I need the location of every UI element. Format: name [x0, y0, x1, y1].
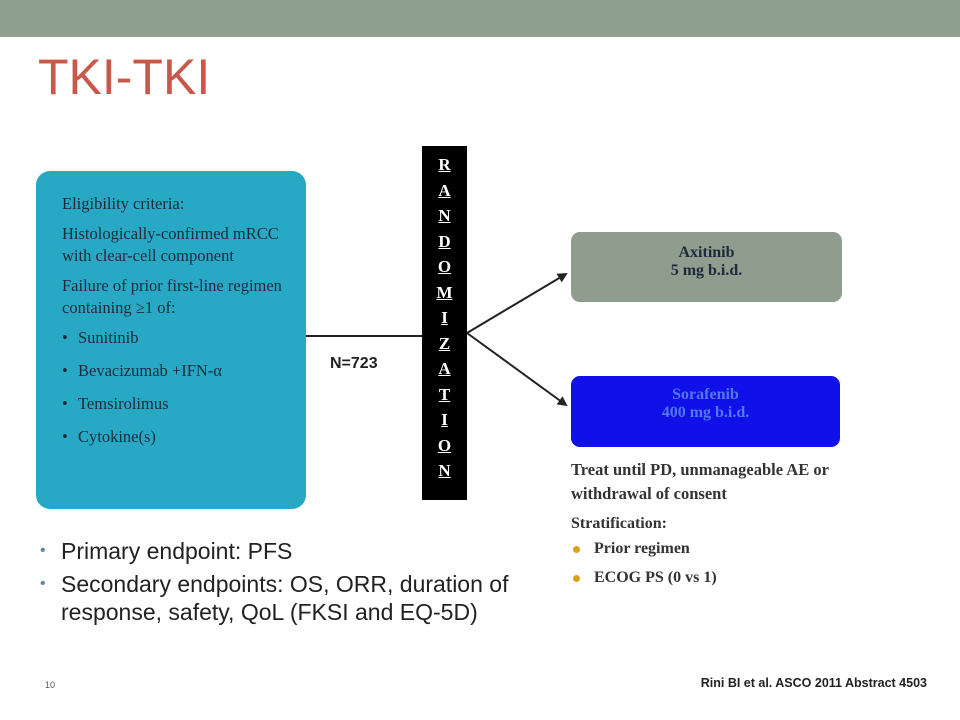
- randomization-box: R A N D O M I Z A T I O N: [422, 146, 467, 500]
- randomization-letter: O: [437, 257, 452, 276]
- randomization-letter: I: [441, 410, 448, 429]
- randomization-letter: N: [438, 461, 451, 480]
- endpoint-item: Primary endpoint: PFS: [40, 537, 510, 565]
- stratification-item-label: ECOG PS (0 vs 1): [594, 569, 717, 586]
- randomization-letter: T: [438, 384, 451, 404]
- endpoint-list: Primary endpoint: PFS Secondary endpoint…: [40, 537, 510, 631]
- randomization-letter: D: [438, 231, 451, 251]
- treatment-note: Treat until PD, unmanageable AE or withd…: [571, 460, 829, 503]
- arm-drug-name: Axitinib: [678, 244, 735, 261]
- stratification-item: Prior regimen: [571, 539, 717, 559]
- randomization-letter: Z: [438, 333, 451, 353]
- randomization-letter: I: [441, 308, 448, 327]
- citation: Rini BI et al. ASCO 2011 Abstract 4503: [700, 676, 927, 690]
- prior-regimen-item: Temsirolimus: [62, 393, 296, 415]
- n-label: N=723: [330, 355, 378, 372]
- stratification-heading: Stratification:: [571, 515, 667, 532]
- eligibility-box: Eligibility criteria: Histologically-con…: [36, 171, 306, 509]
- randomization-letter: A: [438, 359, 451, 378]
- eligibility-criterion-1: Histologically-confirmed mRCC with clear…: [62, 224, 279, 265]
- top-bar: [0, 0, 960, 37]
- prior-regimen-item: Sunitinib: [62, 327, 296, 349]
- sorafenib-arm-box: Sorafenib 400 mg b.i.d.: [571, 376, 840, 447]
- page-number: 10: [45, 680, 56, 690]
- prior-regimen-item: Cytokine(s): [62, 426, 296, 448]
- randomization-letter: M: [436, 282, 453, 302]
- randomization-letter: O: [437, 435, 452, 455]
- randomization-letters: R A N D O M I Z A T I O N: [422, 152, 467, 484]
- randomization-letter: N: [438, 206, 451, 225]
- arm-dose: 5 mg b.i.d.: [670, 262, 743, 279]
- arm-drug-name: Sorafenib: [672, 386, 739, 403]
- randomization-letter: R: [438, 155, 451, 174]
- prior-regimen-list: Sunitinib Bevacizumab +IFN-α Temsirolimu…: [62, 327, 296, 448]
- arrow-to-axitinib: [466, 272, 568, 334]
- bullet-dot-icon: [573, 575, 580, 582]
- randomization-letter: A: [438, 180, 451, 200]
- axitinib-arm-box: Axitinib 5 mg b.i.d.: [571, 232, 842, 302]
- arrow-to-sorafenib: [466, 332, 568, 407]
- eligibility-criterion-2: Failure of prior first-line regimen cont…: [62, 276, 282, 317]
- arm-dose: 400 mg b.i.d.: [661, 404, 750, 421]
- bullet-dot-icon: [573, 546, 580, 553]
- slide-title: TKI-TKI: [38, 49, 211, 105]
- prior-regimen-item: Bevacizumab +IFN-α: [62, 360, 296, 382]
- stratification-item-label: Prior regimen: [594, 540, 690, 557]
- eligibility-heading: Eligibility criteria:: [62, 194, 185, 213]
- stratification-item: ECOG PS (0 vs 1): [571, 568, 717, 588]
- endpoint-item: Secondary endpoints: OS, ORR, duration o…: [40, 570, 510, 626]
- stratification-block: Stratification: Prior regimen ECOG PS (0…: [571, 515, 717, 597]
